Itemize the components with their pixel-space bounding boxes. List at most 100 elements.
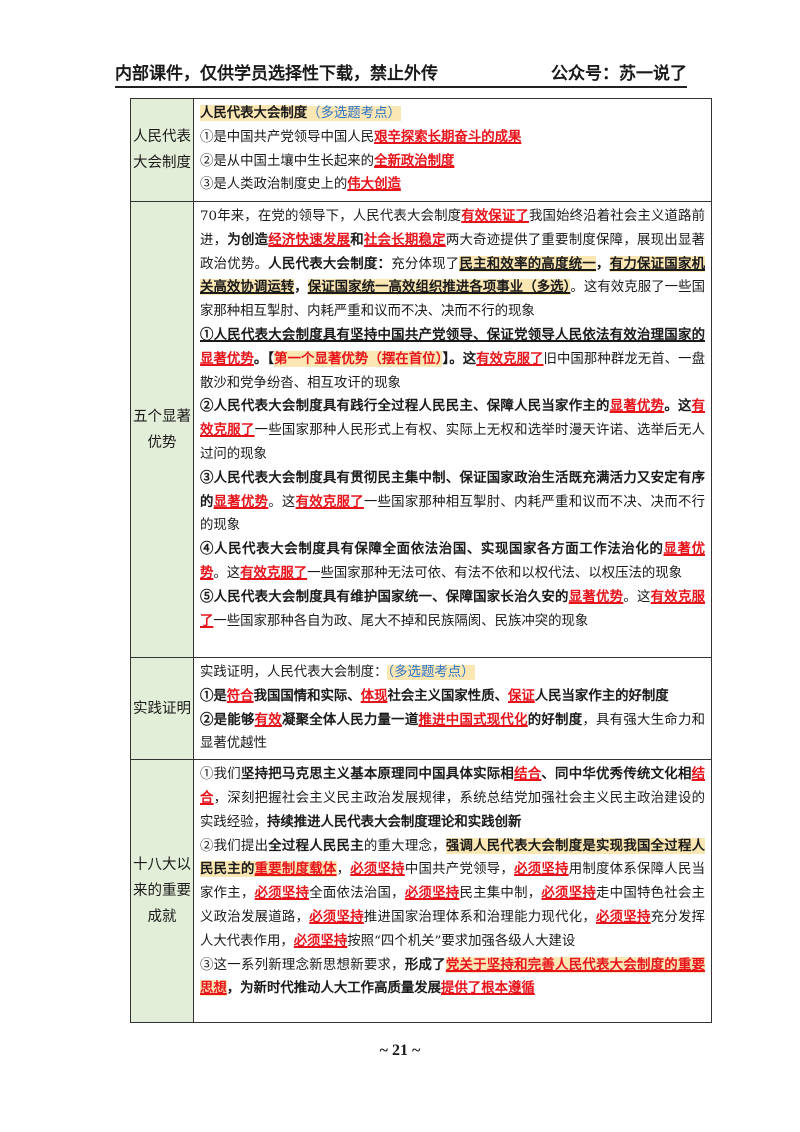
- text-run: 一些国家那种相互掣肘、内耗严重和议而不决、决而不行的现象: [200, 494, 706, 534]
- text-run: ②是从中国土壤中生长起来的: [200, 153, 375, 169]
- text-run: 人民当家作主的好制度: [534, 687, 669, 704]
- content-line: ①是符合我国国情和实际、体现社会主义国家性质、保证人民当家作主的好制度: [200, 685, 705, 709]
- text-run: 必须坚持: [254, 885, 310, 902]
- text-run: ①人民代表大会制度具有坚持中国共产党领导、保证党领导人民依法有效治理国家的: [200, 326, 705, 343]
- text-run: 必须坚持: [596, 908, 651, 925]
- text-run: ①是中国共产党领导中国人民: [200, 129, 375, 145]
- text-run: 社会长期稳定: [363, 231, 446, 248]
- text-run: 保证: [507, 687, 535, 704]
- text-run: ，具有强大生命力和显著优越性: [200, 712, 706, 752]
- text-run: 。这: [623, 589, 651, 605]
- text-run: 有效: [254, 711, 282, 728]
- row-label: 十八大以来的重要成就: [130, 759, 194, 1024]
- text-run: 两大奇迹提供了重要制度保障，展现出显著政治优势。: [200, 232, 706, 272]
- text-run: 一些国家那种人民形式上有权、实际上无权和选举时漫天许诺、选举后无人过问的现象: [200, 423, 705, 462]
- text-run: 。这: [268, 494, 296, 510]
- text-run: 有效保证了: [461, 208, 529, 224]
- content-line: 实践证明，人民代表大会制度：（多选题考点）: [200, 661, 705, 685]
- text-run: 提供了根本遵循: [441, 980, 535, 997]
- text-run: 有效克服了: [295, 493, 364, 510]
- text-run: 社会主义国家性质、: [387, 687, 508, 704]
- content-line: ①人民代表大会制度具有坚持中国共产党领导、保证党领导人民依法有效治理国家的显著优…: [200, 324, 705, 395]
- text-run: 。这: [213, 565, 241, 581]
- text-run: ②是能够: [200, 711, 255, 728]
- text-run: 显著优势: [200, 350, 254, 367]
- text-run: 。: [253, 350, 268, 367]
- text-run: 必须坚持: [309, 908, 364, 925]
- table-row: 人民代表大会制度 人民代表大会制度（多选题考点）①是中国共产党领导中国人民艰辛探…: [130, 98, 712, 202]
- text-run: 保证国家统一高效组织推进各项事业（多选）: [307, 279, 571, 296]
- text-run: 充分发挥人大代表作用，: [200, 909, 706, 949]
- text-run: 。这: [449, 350, 477, 367]
- row-content: 70年来，在党的领导下，人民代表大会制度有效保证了我国始终沿着社会主义道路前进，…: [193, 201, 712, 658]
- text-run: ③是人类政治制度史上的: [200, 177, 348, 193]
- content-line: 70年来，在党的领导下，人民代表大会制度有效保证了我国始终沿着社会主义道路前进，…: [200, 205, 706, 324]
- text-run: 全面依法治国，: [309, 886, 405, 902]
- row-label: 人民代表大会制度: [130, 98, 194, 202]
- text-run: 必须坚持: [514, 861, 569, 878]
- table-row: 十八大以来的重要成就 ①我们坚持把马克思主义基本原理同中国具体实际相结合、同中华…: [130, 759, 712, 1024]
- text-run: 走中国特色社会主义政治发展道路，: [200, 886, 706, 925]
- table-row: 五个显著优势 70年来，在党的领导下，人民代表大会制度有效保证了我国始终沿着社会…: [130, 201, 712, 658]
- text-run: ③人民代表大会制度具有贯彻民主集中制、保证国家政治生活既充满活力又安定有序的: [200, 469, 705, 510]
- content-line: ③这一系列新理念新思想新要求，形成了党关于坚持和完善人民代表大会制度的重要思想，…: [200, 954, 706, 1002]
- text-run: ，: [596, 255, 610, 272]
- text-run: 显著优势: [568, 588, 624, 605]
- text-run: 伟大创造: [347, 176, 401, 193]
- text-run: ，深刻把握社会主义民主政治发展规律，系统总结党加强社会主义民主政治建设的实践经验…: [200, 790, 705, 830]
- text-run: 形成了: [404, 956, 446, 973]
- page-number: ~ 21 ~: [379, 1042, 421, 1059]
- text-run: 体现: [360, 687, 388, 704]
- page-header: 内部课件，仅供学员选择性下载，禁止外传 公众号：苏一说了: [115, 58, 687, 84]
- text-run: 为创造: [227, 231, 269, 248]
- text-run: 符合: [226, 687, 254, 704]
- content-line: ②是从中国土壤中生长起来的全新政治制度: [200, 150, 705, 174]
- text-run: 必须坚持: [541, 885, 597, 902]
- content-line: ③是人类政治制度史上的伟大创造: [200, 173, 705, 197]
- text-run: 的重大理念，: [363, 838, 446, 854]
- text-run: 人民代表大会制度: [200, 105, 308, 121]
- text-run: 和: [350, 231, 364, 248]
- text-run: 重要制度载体: [254, 861, 337, 878]
- text-run: （多选题考点）: [307, 106, 401, 121]
- row-content: ①我们坚持把马克思主义基本原理同中国具体实际相结合、同中华优秀传统文化相结合，深…: [193, 759, 712, 1024]
- text-run: 结合: [514, 766, 542, 783]
- content-line: ⑤人民代表大会制度具有维护国家统一、保障国家长治久安的显著优势。这有效克服了一些…: [200, 586, 705, 634]
- content-table: 人民代表大会制度 人民代表大会制度（多选题考点）①是中国共产党领导中国人民艰辛探…: [130, 98, 712, 1024]
- text-run: （多选题考点）: [387, 665, 475, 680]
- text-run: 我国国情和实际、: [253, 687, 361, 704]
- text-run: ①是: [200, 687, 227, 704]
- text-run: 按照“四个机关”要求加强各级人大建设: [347, 933, 576, 949]
- text-run: ④人民代表大会制度具有保障全面依法治国、实现国家各方面工作法治化的: [200, 541, 664, 558]
- content-line: ②我们提出全过程人民民主的重大理念，强调人民代表大会制度是实现我国全过程人民民主…: [200, 835, 706, 954]
- row-label: 实践证明: [130, 656, 194, 761]
- text-run: 一些国家那种无法可依、有法不依和以权代法、以权压法的现象: [307, 565, 683, 581]
- text-run: 持续推进人民代表大会制度理论和实践创新: [266, 813, 522, 830]
- text-run: ②我们提出: [200, 838, 269, 854]
- text-run: 、同中华优秀传统文化相: [541, 766, 692, 783]
- header-notice: 内部课件，仅供学员选择性下载，禁止外传: [115, 64, 438, 84]
- text-run: 有效克服了: [200, 398, 706, 439]
- text-run: 推进中国式现代化: [418, 711, 528, 728]
- row-label: 五个显著优势: [130, 201, 194, 658]
- text-run: 有效克服了: [240, 564, 308, 581]
- text-run: 。这: [664, 398, 692, 415]
- text-run: 必须坚持: [293, 932, 348, 949]
- text-run: 显著优势: [609, 398, 665, 415]
- text-run: 我国始终沿着社会主义道路前进，: [200, 209, 706, 248]
- text-run: 】: [442, 350, 450, 367]
- content-line: ②是能够有效凝聚全体人民力量一道推进中国式现代化的好制度，具有强大生命力和显著优…: [200, 709, 705, 757]
- text-run: 推进国家治理体系和治理能力现代化，: [363, 909, 597, 925]
- text-run: 70年来，在党的领导下，人民代表大会制度: [200, 209, 462, 224]
- text-run: 显著优势: [213, 493, 269, 510]
- text-run: 全新政治制度: [374, 152, 455, 169]
- text-run: 坚持把马克思主义基本原理同中国具体实际相: [240, 766, 515, 783]
- text-run: 【: [267, 350, 275, 367]
- text-run: ①我们: [200, 767, 241, 783]
- text-run: 有效克服了: [200, 588, 706, 629]
- header-account: 公众号：苏一说了: [551, 64, 687, 84]
- text-run: 充分体现了: [391, 256, 460, 272]
- text-run: 中国共产党领导，: [404, 862, 515, 878]
- text-run: 旧中国那种群龙无首、一盘散沙和党争纷沓、相互攻讦的现象: [200, 351, 706, 391]
